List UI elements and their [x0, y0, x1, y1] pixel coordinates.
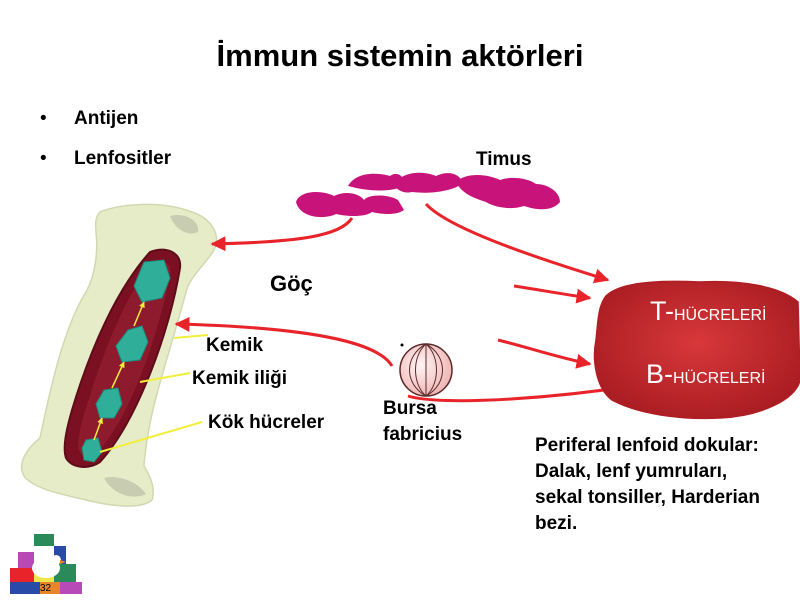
arrow-goc-to-tcells — [513, 284, 592, 304]
pointer-kemik-iligi — [139, 372, 191, 383]
label-bursa-2: fabricius — [383, 424, 462, 445]
pointer-kemik — [173, 334, 209, 339]
arrow-into-lymph — [497, 338, 592, 369]
t-cells-prefix: T- — [650, 296, 674, 326]
thymus-shape — [296, 172, 560, 218]
label-kemik: Kemik — [206, 335, 263, 356]
slide-title: İmmun sistemin aktörleri — [217, 38, 584, 73]
b-cells-prefix: B- — [646, 359, 673, 389]
b-cells-suffix: HÜCRELERİ — [673, 368, 765, 387]
peripheral-line-3: sekal tonsiller, Harderian — [535, 487, 760, 508]
arrow-thymus-to-tcells — [424, 202, 610, 284]
peripheral-line-1: Periferal lenfoid dokular: — [535, 435, 759, 456]
label-bursa-1: Bursa — [383, 398, 437, 419]
bullet-dot-2: • — [40, 148, 47, 169]
label-kok-hucreler: Kök hücreler — [208, 412, 325, 433]
logo-number: 32 — [40, 583, 52, 594]
arrow-bursa-to-bone — [174, 316, 394, 367]
label-timus: Timus — [476, 149, 532, 170]
bone-illustration — [20, 203, 218, 507]
t-cells-suffix: HÜCRELERİ — [674, 305, 766, 324]
lymphoid-tissue-shape — [593, 280, 800, 420]
bullet-lenfositler: Lenfositler — [74, 148, 172, 169]
pointer-kok-hucreler — [99, 421, 203, 453]
label-t-cells: T-HÜCRELERİ — [650, 296, 766, 326]
logo-icon: 32 — [10, 534, 82, 594]
peripheral-line-4: bezi. — [535, 513, 577, 534]
label-kemik-iligi: Kemik iliği — [192, 368, 287, 389]
bullet-dot-1: • — [40, 108, 47, 129]
arrow-thymus-to-bone — [210, 217, 354, 252]
label-goc: Göç — [270, 271, 313, 296]
bullet-antijen: Antijen — [74, 108, 138, 129]
bursa-shape — [399, 343, 453, 397]
label-b-cells: B-HÜCRELERİ — [646, 359, 765, 389]
peripheral-line-2: Dalak, lenf yumruları, — [535, 461, 727, 482]
